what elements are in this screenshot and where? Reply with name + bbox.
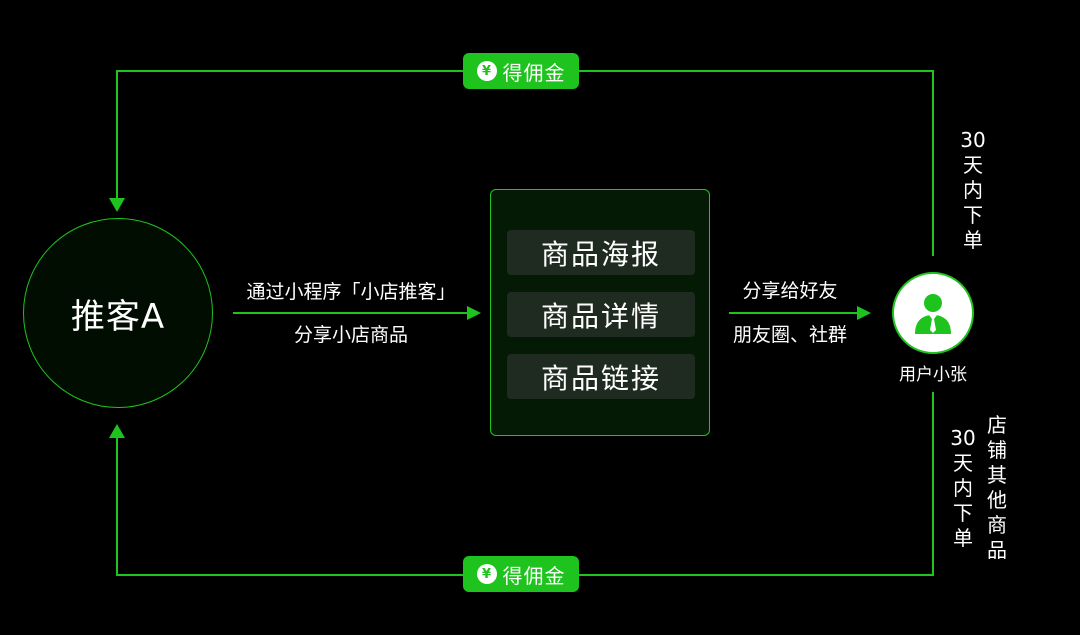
top-commission-label: 得佣金	[502, 60, 566, 85]
arrow-a-to-panel-head	[467, 306, 481, 320]
user-node	[892, 272, 974, 354]
moments-groups-text: 朋友圈、社群	[732, 324, 847, 346]
promoter-a-label: 推客A	[70, 296, 166, 337]
bottom-right-extra-text: 店铺其他商品	[987, 413, 1007, 562]
yen-icon: ¥	[476, 564, 497, 584]
top-right-order-text: 天内下单	[963, 153, 983, 252]
panel-item-link: 商品链接	[507, 354, 695, 399]
bottom-left-vertical	[116, 436, 118, 575]
bottom-right-vertical	[932, 392, 934, 575]
bottom-commission-badge: ¥ 得佣金	[463, 556, 579, 592]
top-right-number: 30	[960, 128, 986, 152]
bottom-commission-label: 得佣金	[502, 563, 566, 588]
share-to-friends-text: 分享给好友	[742, 280, 838, 302]
bottom-right-order-text: 天内下单	[953, 451, 973, 550]
product-share-panel: 商品海报 商品详情 商品链接	[490, 189, 710, 436]
arrow-a-to-panel-line	[233, 312, 469, 314]
arrow-up-to-node-a	[109, 424, 125, 438]
share-via-miniprogram-text: 通过小程序「小店推客」	[246, 281, 456, 303]
bottom-right-number: 30	[950, 426, 976, 450]
panel-item-details: 商品详情	[507, 292, 695, 337]
arrow-panel-to-user-head	[857, 306, 871, 320]
top-right-vertical	[932, 70, 934, 256]
panel-item-poster: 商品海报	[507, 230, 695, 275]
arrow-down-to-node-a	[109, 198, 125, 212]
yen-icon: ¥	[476, 61, 497, 81]
arrow-panel-to-user-line	[729, 312, 859, 314]
user-label: 用户小张	[899, 365, 967, 385]
user-icon	[915, 294, 951, 334]
share-shop-products-text: 分享小店商品	[293, 324, 408, 346]
promoter-a-node: 推客A	[23, 218, 213, 408]
top-left-vertical	[116, 70, 118, 200]
top-commission-badge: ¥ 得佣金	[463, 53, 579, 89]
